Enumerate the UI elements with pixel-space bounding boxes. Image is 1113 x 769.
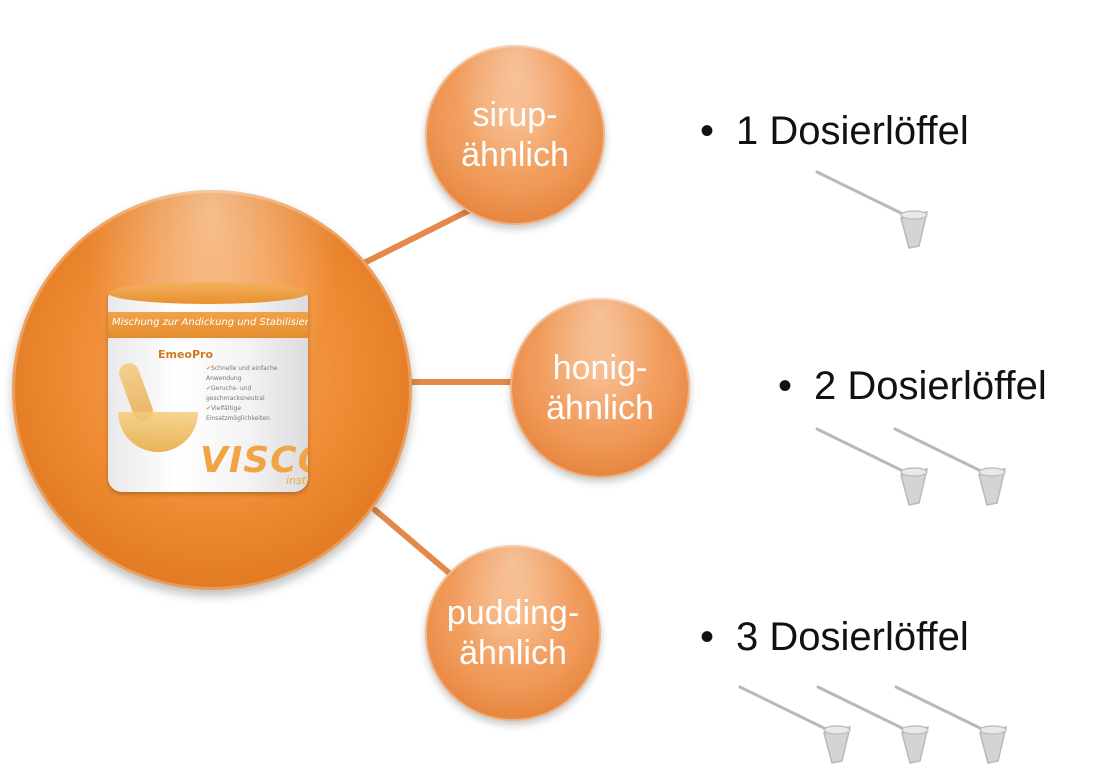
- dosage-item-1: • 1 Dosierlöffel: [700, 108, 969, 154]
- product-can-body: Mischung zur Andickung und Stabilisierun…: [108, 292, 308, 492]
- product-feature-list: Schnelle und einfache Anwendung Geruchs-…: [206, 364, 306, 424]
- product-logo-sub: instant: [286, 474, 308, 487]
- level-circle-sirup: sirup- ähnlich: [425, 45, 605, 225]
- level-label-line1: sirup-: [472, 96, 558, 134]
- dosage-text: 3 Dosierlöffel: [736, 615, 969, 659]
- product-can-band: [108, 312, 308, 338]
- measuring-spoon-icon: [815, 170, 929, 249]
- level-label-line2: ähnlich: [459, 634, 567, 672]
- level-label-line1: honig-: [552, 349, 648, 387]
- product-feature: Schnelle und einfache Anwendung: [206, 364, 306, 384]
- product-can-image: Mischung zur Andickung und Stabilisierun…: [108, 282, 308, 504]
- measuring-spoon-icon: [894, 685, 1008, 764]
- product-can-lid: [108, 282, 308, 304]
- product-logo: VISCO: [200, 440, 308, 481]
- measuring-spoon-icon: [893, 427, 1007, 506]
- level-label-line2: ähnlich: [546, 389, 654, 427]
- product-band-text: Mischung zur Andickung und Stabilisierun…: [112, 317, 308, 328]
- dosage-text: 2 Dosierlöffel: [814, 364, 1047, 408]
- dosage-item-2: • 2 Dosierlöffel: [778, 363, 1047, 409]
- product-feature: Vielfältige Einsatzmöglichkeiten: [206, 404, 306, 424]
- product-brand: EmeoPro: [158, 348, 214, 361]
- measuring-spoon-icon: [815, 427, 929, 506]
- measuring-spoon-icon: [816, 685, 930, 764]
- bullet-icon: •: [700, 109, 715, 153]
- level-label-line2: ähnlich: [461, 136, 569, 174]
- connector-hub-to-pudding: [372, 507, 458, 581]
- dosage-item-3: • 3 Dosierlöffel: [700, 614, 969, 660]
- level-circle-honig: honig- ähnlich: [510, 298, 690, 478]
- dosage-text: 1 Dosierlöffel: [736, 109, 969, 153]
- level-label-line1: pudding-: [446, 594, 580, 632]
- bullet-icon: •: [778, 364, 793, 408]
- measuring-spoon-icon: [738, 685, 852, 764]
- level-circle-pudding: pudding- ähnlich: [425, 545, 601, 721]
- product-bowl-picture: [118, 412, 198, 452]
- product-feature: Geruchs- und geschmacksneutral: [206, 384, 306, 404]
- bullet-icon: •: [700, 615, 715, 659]
